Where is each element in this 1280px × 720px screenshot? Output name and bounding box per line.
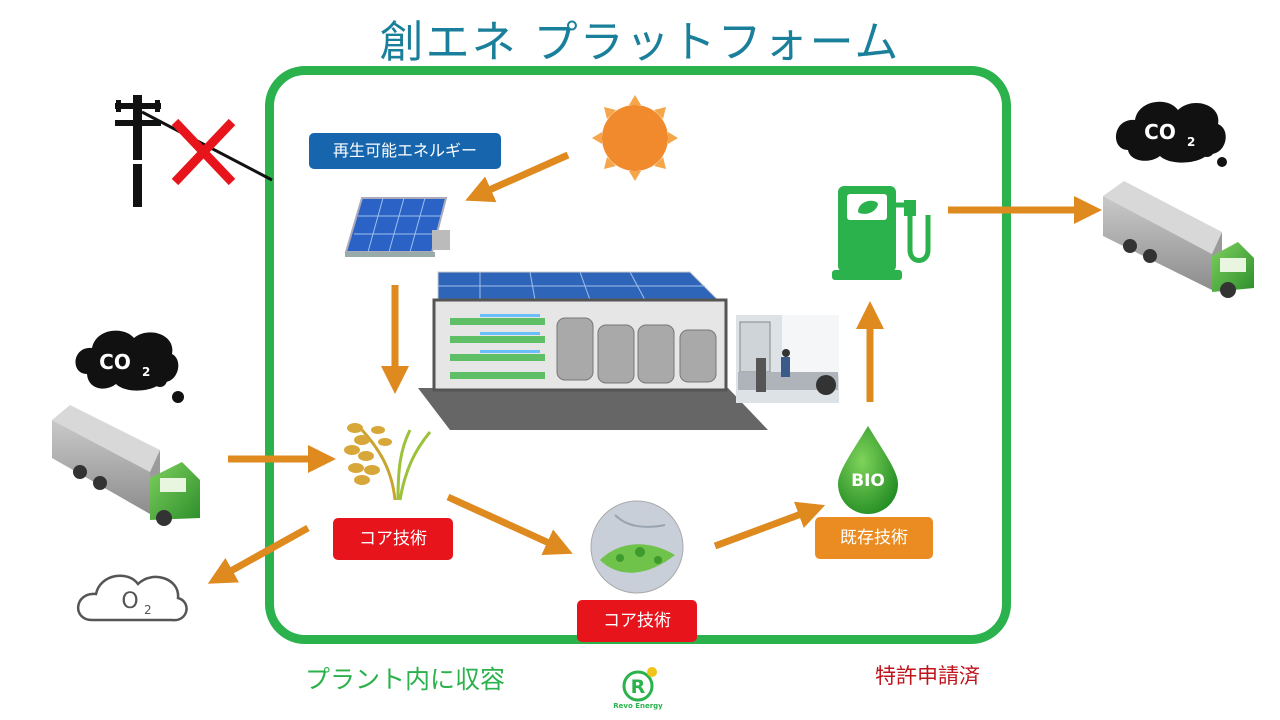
co2-left-sub: 2 [142,365,150,379]
arrow-sun-to-panel [465,151,570,203]
sun-icon [592,95,678,181]
o2-sub: 2 [144,603,152,617]
bio-drop-label: BIO [851,471,885,491]
page-title: 創エネ プラットフォーム [379,17,901,68]
utility-pole-icon [115,95,273,207]
arrow-algae-to-bio [713,501,826,550]
plant-facility-icon [418,271,768,430]
truck-right-icon [1103,181,1254,298]
fuel-station-photo [736,315,839,403]
solar-panel-icon [344,197,450,257]
o2-cloud-icon: O 2 [76,574,188,622]
rice-plant-icon [344,423,432,501]
truck-left-icon [52,405,200,526]
existing-tech-label: 既存技術 [815,517,933,559]
algae-microscope-icon [590,500,684,594]
co2-left-main: CO [99,350,131,374]
patent-caption: 特許申請済 [875,664,980,688]
logo-name: Revo Energy [613,702,663,710]
bio-drop-icon: BIO [838,426,898,514]
co2-cloud-left-icon: CO 2 [75,330,184,403]
fuel-pump-icon [832,186,931,280]
co2-top-sub: 2 [1187,135,1195,149]
revo-energy-logo: R [622,667,657,702]
arrow-rice-to-algae [446,493,573,555]
core-tech-label-2: コア技術 [577,600,697,642]
cross-mark-icon [171,118,236,186]
o2-main: O [121,589,138,614]
renewable-energy-label: 再生可能エネルギー [309,133,501,169]
core-tech-label-1: コア技術 [333,518,453,560]
co2-cloud-top-icon: CO 2 [1115,101,1227,167]
arrow-rice-to-o2 [207,524,310,584]
co2-top-main: CO [1144,120,1176,144]
logo-letter: R [631,676,646,698]
in-plant-caption: プラント内に収容 [305,665,506,694]
